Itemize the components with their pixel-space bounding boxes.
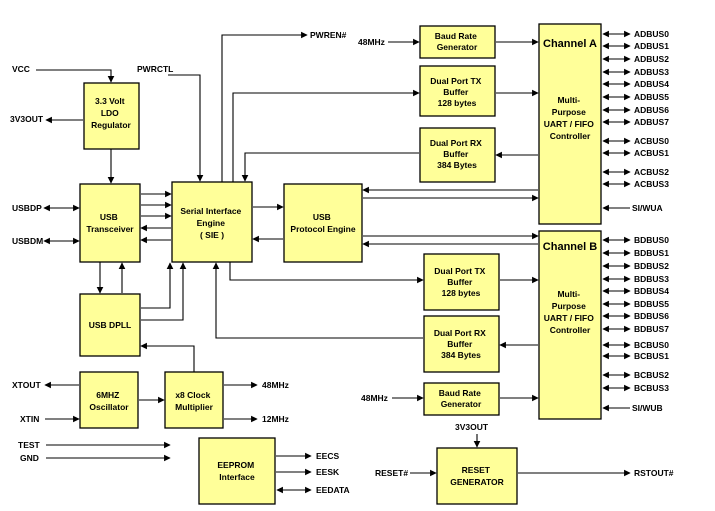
usb-dpll-label: USB DPLL <box>89 320 132 330</box>
channel-a-pin-label: ADBUS1 <box>634 41 669 51</box>
channel-b-title: Channel B <box>543 241 597 253</box>
channel-b-pin-label: BCBUS3 <box>634 383 669 393</box>
channel-b-pins: BDBUS0BDBUS1BDBUS2BDBUS3BDBUS4BDBUS5BDBU… <box>602 235 669 393</box>
baud-rate-generator-a-block: Baud Rate Generator <box>419 25 496 59</box>
usb-transceiver-block: USB Transceiver <box>79 183 141 263</box>
rx-buffer-b-block: Dual Port RX Buffer 384 Bytes <box>423 315 500 373</box>
eeprom-interface-label: EEPROM Interface <box>217 460 256 482</box>
xtin-label: XTIN <box>20 414 39 424</box>
tx-buffer-b-block: Dual Port TX Buffer 128 bytes <box>423 253 500 311</box>
usb-transceiver-label: USB Transceiver <box>86 212 134 234</box>
channel-b-block: Channel B Multi- Purpose UART / FIFO Con… <box>538 230 602 420</box>
reset-in-label: RESET# <box>375 468 408 478</box>
v3out-reset-label: 3V3OUT <box>455 422 489 432</box>
clk12-label: 12MHz <box>262 414 289 424</box>
vcc-label: VCC <box>12 64 30 74</box>
rx-a-to-sie-wire <box>241 152 419 182</box>
clock-multiplier-label: x8 Clock Multiplier <box>175 390 213 412</box>
v3out-left-label: 3V3OUT <box>10 114 44 124</box>
channel-a-pin-label: ACBUS1 <box>634 148 669 158</box>
channel-b-pin-label: BDBUS3 <box>634 274 669 284</box>
ldo-regulator-label: 3.3 Volt LDO Regulator <box>91 96 131 130</box>
oscillator-block: 6MHZ Oscillator <box>79 371 139 429</box>
channel-b-pin-label: BDBUS2 <box>634 261 669 271</box>
rx-b-to-sie-wire <box>212 262 423 339</box>
baud-rate-generator-a-label: Baud Rate Generator <box>435 31 479 52</box>
clock-multiplier-block: x8 Clock Multiplier <box>164 371 224 429</box>
channel-a-pins: ADBUS0ADBUS1ADBUS2ADBUS3ADBUS4ADBUS5ADBU… <box>602 29 669 189</box>
tx-buffer-b-label: Dual Port TX Buffer 128 bytes <box>434 266 487 298</box>
usbdm-label: USBDM <box>12 236 43 246</box>
rx-buffer-a-block: Dual Port RX Buffer 384 Bytes <box>419 127 496 183</box>
dpll-to-sie-wire-1 <box>141 262 174 309</box>
rx-buffer-a-label: Dual Port RX Buffer 384 Bytes <box>430 138 484 170</box>
sie-to-tx-b-wire <box>229 262 424 284</box>
clk-to-dpll-wire <box>140 342 195 372</box>
pwren-label: PWREN# <box>310 30 347 40</box>
channel-a-pin-label: ACBUS0 <box>634 136 669 146</box>
channel-b-pin-label: BDBUS1 <box>634 248 669 258</box>
channel-a-pin-label: ADBUS0 <box>634 29 669 39</box>
channel-b-pin-label: BDBUS0 <box>634 235 669 245</box>
usbdp-label: USBDP <box>12 203 42 213</box>
channel-a-pin-label: ADBUS4 <box>634 79 669 89</box>
eesk-label: EESK <box>316 467 340 477</box>
channel-b-pin-label: BCBUS2 <box>634 370 669 380</box>
channel-b-pin-label: BDBUS6 <box>634 311 669 321</box>
channel-a-pin-label: ACBUS3 <box>634 179 669 189</box>
usb-protocol-engine-block: USB Protocol Engine <box>283 183 363 263</box>
eecs-label: EECS <box>316 451 339 461</box>
channel-b-pin-label: BDBUS5 <box>634 299 669 309</box>
sie-label: Serial Interface Engine ( SIE ) <box>180 206 243 240</box>
test-label: TEST <box>18 440 41 450</box>
eeprom-interface-block: EEPROM Interface <box>198 437 276 505</box>
channel-a-pin-label: ADBUS7 <box>634 117 669 127</box>
usb-protocol-engine-label: USB Protocol Engine <box>290 212 355 234</box>
channel-b-pin-label: BDBUS7 <box>634 324 669 334</box>
channel-b-pin-label: BCBUS0 <box>634 340 669 350</box>
si-wua-label: SI/WUA <box>632 203 663 213</box>
channel-a-pin-label: ADBUS6 <box>634 105 669 115</box>
channel-b-pin-label: BCBUS1 <box>634 351 669 361</box>
dpll-to-sie-wire-2 <box>141 262 187 321</box>
baud-rate-generator-b-block: Baud Rate Generator <box>423 382 500 416</box>
pwrctl-label: PWRCTL <box>137 64 173 74</box>
sie-block: Serial Interface Engine ( SIE ) <box>171 181 253 263</box>
channel-a-pin-label: ADBUS2 <box>634 54 669 64</box>
channel-b-label: Multi- Purpose UART / FIFO Controller <box>544 289 596 335</box>
reset-generator-block: RESET GENERATOR <box>436 447 518 505</box>
vcc-wire <box>36 69 115 83</box>
channel-a-label: Multi- Purpose UART / FIFO Controller <box>544 95 596 141</box>
channel-a-pin-label: ADBUS3 <box>634 67 669 77</box>
tx-buffer-a-label: Dual Port TX Buffer 128 bytes <box>430 76 483 108</box>
baud-a-in-label: 48MHz <box>358 37 385 47</box>
rstout-label: RSTOUT# <box>634 468 674 478</box>
eedata-label: EEDATA <box>316 485 350 495</box>
rx-buffer-b-label: Dual Port RX Buffer 384 Bytes <box>434 328 488 360</box>
channel-b-pin-label: BDBUS4 <box>634 286 669 296</box>
baud-rate-generator-b-label: Baud Rate Generator <box>439 388 483 409</box>
gnd-label: GND <box>20 453 39 463</box>
ldo-regulator-block: 3.3 Volt LDO Regulator <box>83 82 140 150</box>
pwren-wire <box>221 31 308 182</box>
oscillator-label: 6MHZ Oscillator <box>89 390 129 412</box>
pwrctl-wire <box>168 74 204 182</box>
tx-buffer-a-block: Dual Port TX Buffer 128 bytes <box>419 65 496 117</box>
channel-a-title: Channel A <box>543 38 597 50</box>
channel-a-pin-label: ADBUS5 <box>634 92 669 102</box>
usb-dpll-block: USB DPLL <box>79 293 141 357</box>
sie-to-tx-a-wire <box>232 89 420 182</box>
channel-a-pin-label: ACBUS2 <box>634 167 669 177</box>
clk48-label: 48MHz <box>262 380 289 390</box>
baud-b-in-label: 48MHz <box>361 393 388 403</box>
reset-generator-label: RESET GENERATOR <box>450 465 504 487</box>
si-wub-label: SI/WUB <box>632 403 663 413</box>
channel-a-block: Channel A Multi- Purpose UART / FIFO Con… <box>538 23 602 225</box>
xtout-label: XTOUT <box>12 380 41 390</box>
